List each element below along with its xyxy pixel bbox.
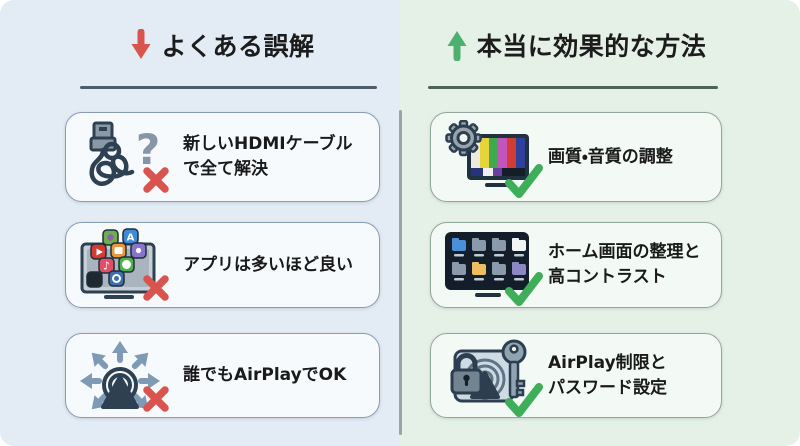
card-text: 新しいHDMIケーブル で全て解決 bbox=[183, 132, 353, 181]
down-arrow-icon bbox=[131, 29, 151, 59]
header-title: よくある誤解 bbox=[161, 32, 315, 61]
check-mark-icon bbox=[505, 382, 543, 417]
header-underline bbox=[80, 86, 377, 89]
effective-methods-header: 本当に効果的な方法 bbox=[430, 25, 722, 65]
card-text: AirPlay制限と パスワード設定 bbox=[548, 351, 667, 400]
organized-folders-tv-icon bbox=[443, 228, 543, 306]
card-hdmi-cable-myth: ? 新しいHDMIケーブル で全て解決 bbox=[65, 112, 380, 202]
cluttered-apps-tv-icon: A ♪ bbox=[78, 228, 170, 302]
hdmi-cable-tangle-icon: ? bbox=[78, 120, 170, 194]
lock-key-airplay-icon bbox=[443, 339, 543, 417]
card-text-line: で全て解決 bbox=[183, 159, 268, 179]
card-home-screen-organization: ホーム画面の整理と 高コントラスト bbox=[430, 222, 722, 308]
svg-text:?: ? bbox=[136, 125, 160, 174]
card-text-line: 新しいHDMIケーブル bbox=[183, 134, 353, 155]
card-text-line: 高コントラスト bbox=[548, 267, 667, 287]
card-open-airplay-myth: 誰でもAirPlayでOK bbox=[65, 333, 380, 418]
header-underline bbox=[428, 86, 718, 89]
misconceptions-panel: よくある誤解 ? 新しいHDMIケーブル bbox=[0, 0, 400, 446]
cross-mark-icon bbox=[143, 385, 169, 412]
misconceptions-header: よくある誤解 bbox=[65, 25, 380, 65]
cross-mark-icon bbox=[143, 275, 169, 301]
check-mark-icon bbox=[505, 272, 543, 306]
card-text-line: アプリは多いほど良い bbox=[183, 254, 353, 275]
svg-text:A: A bbox=[127, 233, 135, 244]
svg-text:♪: ♪ bbox=[103, 260, 110, 273]
card-text-line: ホーム画面の整理と bbox=[548, 242, 701, 263]
card-text-line: 画質・音質の調整 bbox=[548, 146, 673, 167]
card-text: 画質・音質の調整 bbox=[548, 145, 673, 170]
card-airplay-restriction: AirPlay制限と パスワード設定 bbox=[430, 333, 722, 418]
card-text: アプリは多いほど良い bbox=[183, 253, 353, 278]
card-many-apps-myth: A ♪ アプリは多いほど良い bbox=[65, 222, 380, 308]
effective-methods-panel: 本当に効果的な方法 bbox=[400, 0, 800, 446]
card-picture-sound-adjustment: 画質・音質の調整 bbox=[430, 112, 722, 202]
cross-mark-icon bbox=[143, 167, 169, 193]
card-text: 誰でもAirPlayでOK bbox=[183, 363, 346, 388]
card-text-line: 誰でもAirPlayでOK bbox=[183, 365, 347, 386]
check-mark-icon bbox=[505, 164, 543, 198]
card-text-line: AirPlay制限と bbox=[548, 352, 667, 373]
card-text: ホーム画面の整理と 高コントラスト bbox=[548, 240, 701, 289]
header-title: 本当に効果的な方法 bbox=[476, 32, 707, 61]
card-text-line: パスワード設定 bbox=[548, 377, 667, 398]
up-arrow-icon bbox=[447, 31, 467, 61]
open-airplay-broadcast-icon bbox=[78, 339, 170, 413]
column-divider bbox=[398, 110, 402, 435]
gear-tv-color-bars-icon bbox=[443, 120, 543, 198]
